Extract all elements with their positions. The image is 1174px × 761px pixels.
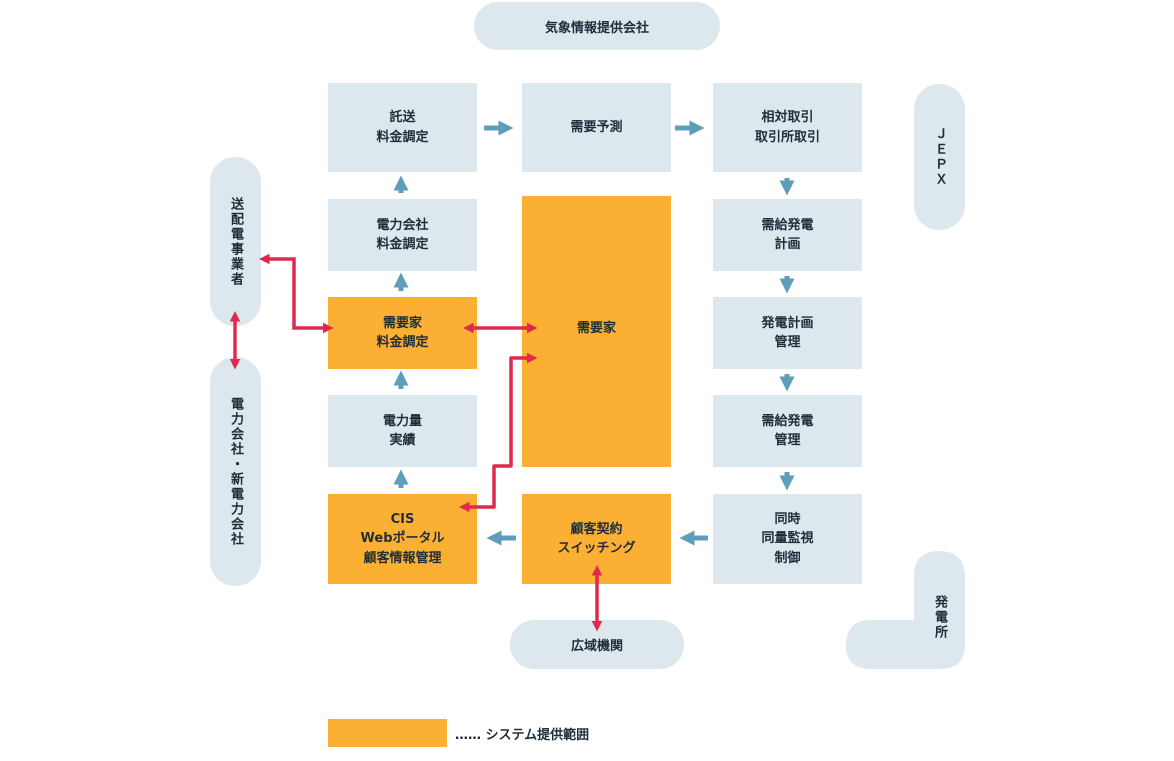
demand-forecast-label: 需要予測: [570, 119, 623, 135]
transmission-operator-pill: 送配電事業者: [210, 157, 261, 326]
consignment-fee-box: 託送 料金調定: [328, 83, 477, 172]
customer-fee-label: 需要家 料金調定: [376, 315, 429, 351]
supply-mgmt-box: 需給発電 管理: [713, 395, 862, 467]
demand-forecast-box: 需要予測: [522, 83, 671, 172]
customer-fee-box: 需要家 料金調定: [328, 297, 477, 369]
power-results-label: 電力量 実績: [382, 413, 422, 449]
legend-swatch: [328, 719, 447, 747]
trading-label: 相対取引 取引所取引: [754, 110, 820, 145]
weather-provider-pill: 気象情報提供会社: [474, 2, 720, 50]
consumer-label: 需要家: [576, 321, 616, 336]
gen-plan-mgmt-label: 発電計画 管理: [761, 315, 814, 351]
contract-switching-label: 顧客契約 スイッチング: [557, 521, 636, 557]
occto-label: 広域機関: [570, 639, 623, 654]
exchange-transmission-customerfee: [259, 253, 334, 334]
cis-box: CIS Webポータル 顧客情報管理: [328, 494, 477, 584]
utility-fee-label: 電力会社 料金調定: [376, 217, 429, 253]
supply-plan-box: 需給発電 計画: [713, 199, 862, 271]
jepx-pill: ＪＥＰＸ: [914, 84, 965, 230]
utilities-label: 電力会社・新電力会社: [228, 396, 243, 547]
supply-mgmt-label: 需給発電 管理: [761, 413, 814, 449]
utility-fee-box: 電力会社 料金調定: [328, 199, 477, 271]
power-plant-label-wrap: 発電所: [914, 572, 965, 662]
consumer-box: 需要家: [522, 196, 671, 467]
power-plant-label: 発電所: [932, 594, 947, 640]
utilities-pill: 電力会社・新電力会社: [210, 357, 261, 586]
gen-plan-mgmt-box: 発電計画 管理: [713, 297, 862, 369]
transmission-operator-label: 送配電事業者: [228, 196, 243, 287]
simultaneous-monitoring-box: 同時 同量監視 制御: [713, 494, 862, 584]
jepx-label: ＪＥＰＸ: [932, 127, 947, 187]
cis-label: CIS Webポータル 顧客情報管理: [360, 511, 445, 566]
power-results-box: 電力量 実績: [328, 395, 477, 467]
supply-plan-label: 需給発電 計画: [761, 217, 814, 253]
power-plant-background: [846, 551, 965, 669]
legend-text: …… システム提供範囲: [455, 728, 590, 743]
consignment-fee-label: 託送 料金調定: [376, 110, 429, 145]
exchange-cis-consumer: [459, 352, 538, 513]
weather-provider-label: 気象情報提供会社: [544, 20, 649, 36]
trading-box: 相対取引 取引所取引: [713, 83, 862, 172]
simultaneous-monitoring-label: 同時 同量監視 制御: [761, 511, 814, 566]
